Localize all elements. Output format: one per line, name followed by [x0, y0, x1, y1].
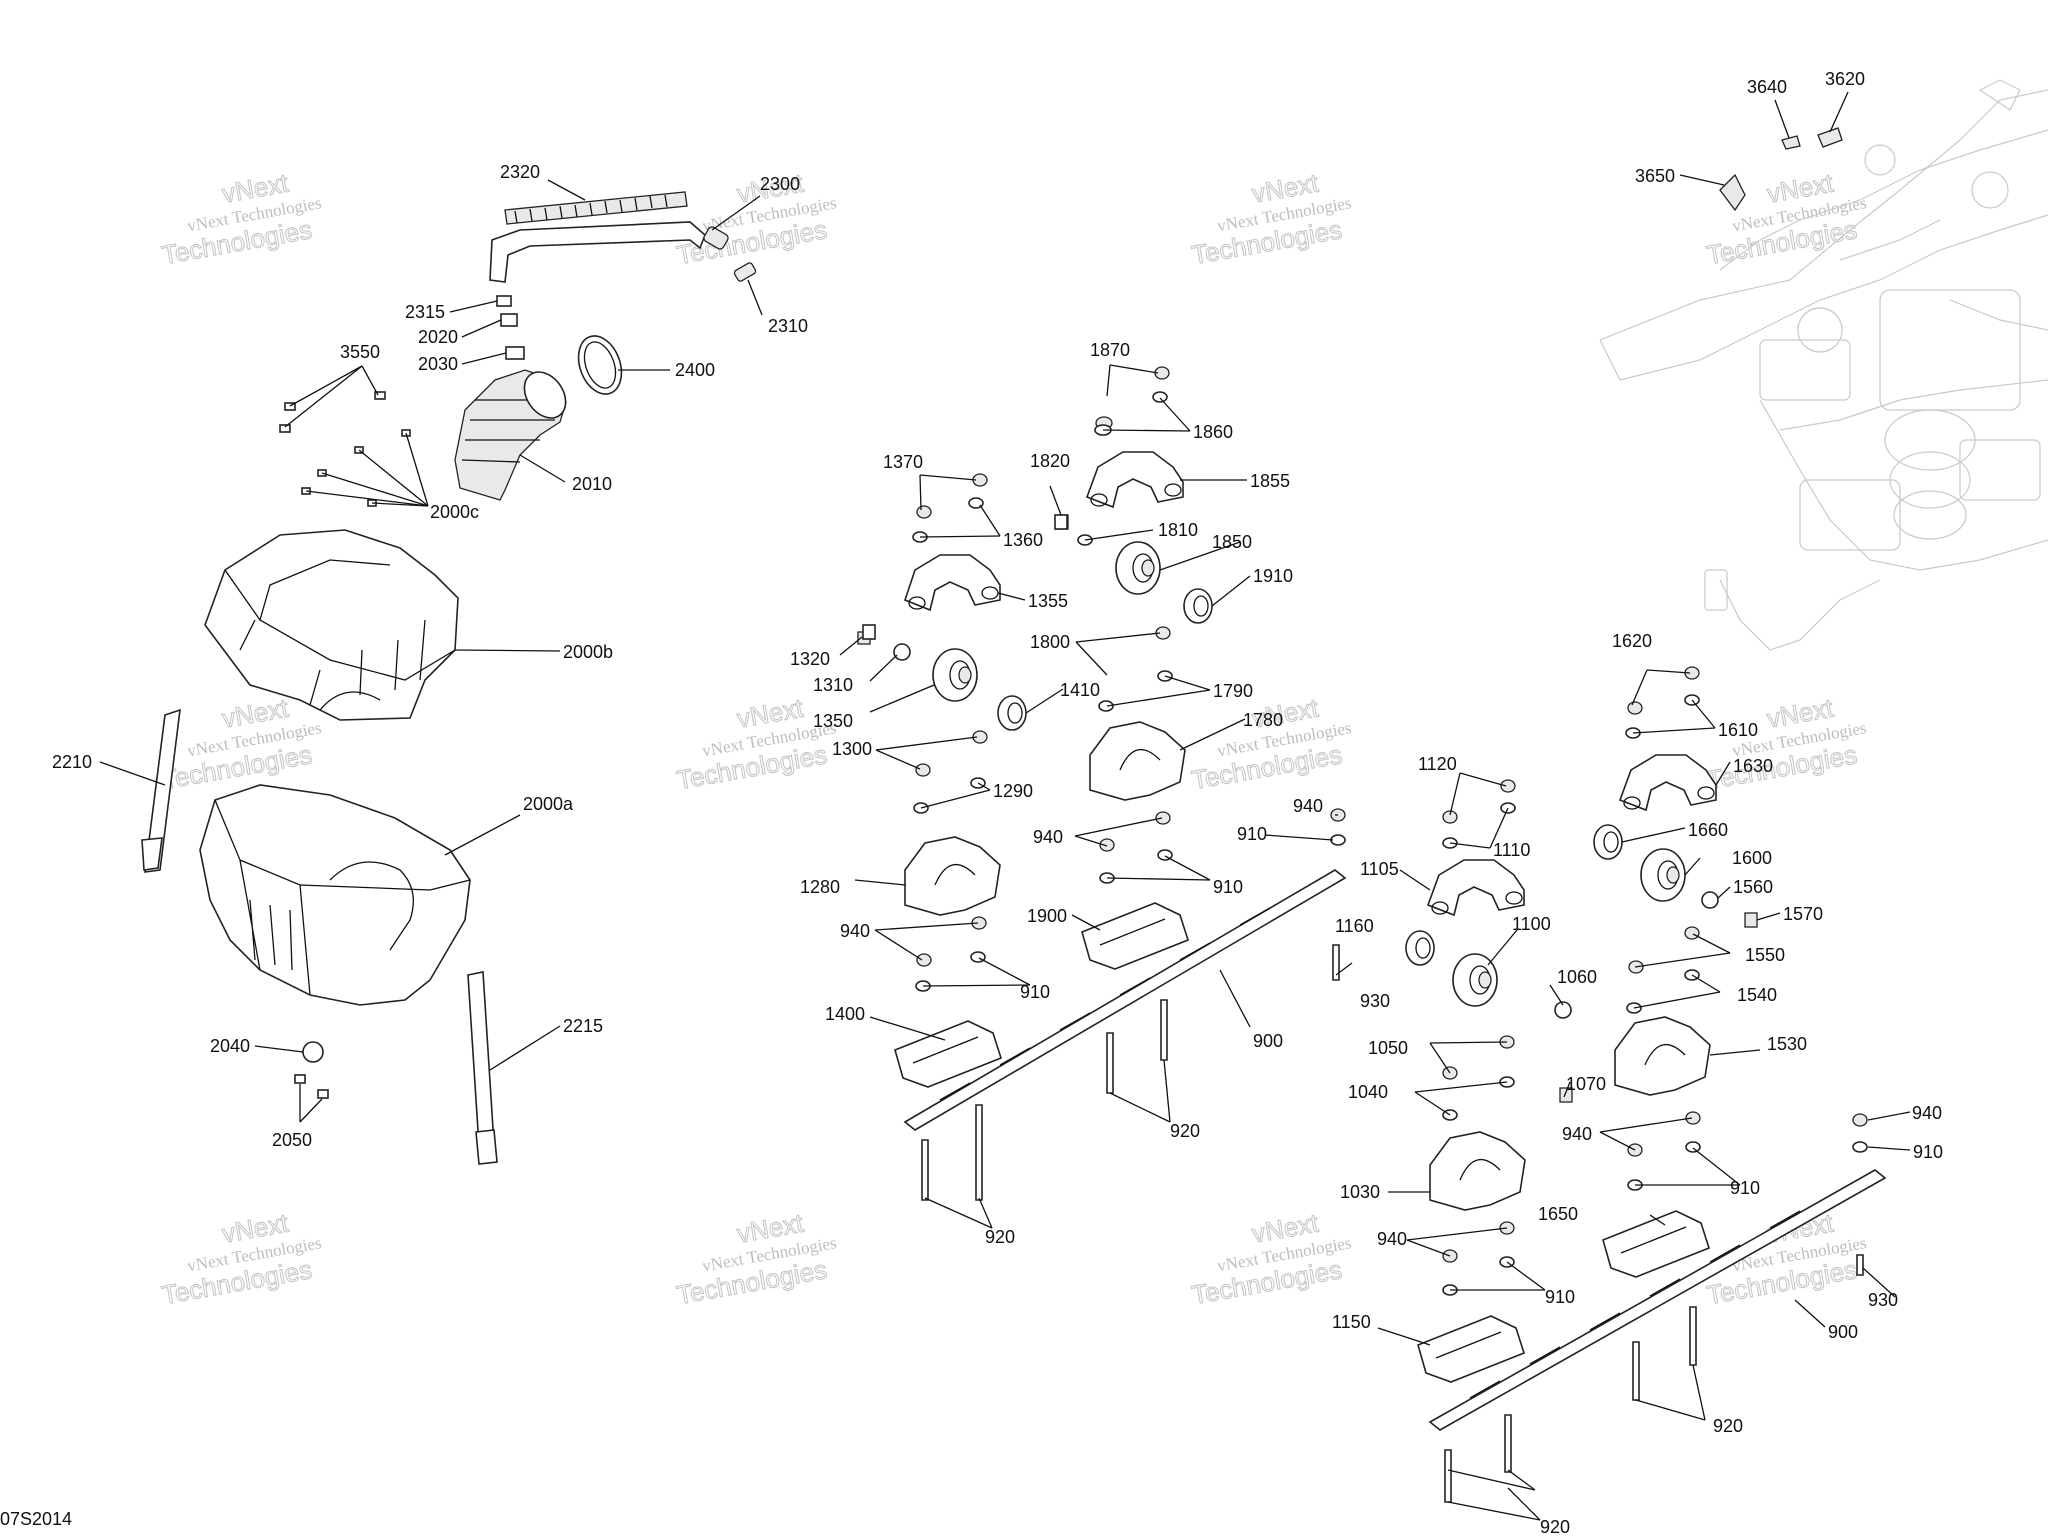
label-2320: 2320	[500, 162, 540, 182]
label-1790: 1790	[1213, 681, 1253, 701]
label-1120: 1120	[1418, 754, 1457, 774]
label-1280: 1280	[800, 877, 840, 897]
label-910-d: 910	[1545, 1287, 1575, 1307]
label-2020: 2020	[418, 327, 458, 347]
label-1110: 1110	[1493, 840, 1530, 860]
label-2300: 2300	[760, 174, 800, 194]
label-1360: 1360	[1003, 530, 1043, 550]
label-3620: 3620	[1825, 69, 1865, 89]
label-910-e: 910	[1730, 1178, 1760, 1198]
label-1660: 1660	[1688, 820, 1728, 840]
label-1370: 1370	[883, 452, 923, 472]
label-2010: 2010	[572, 474, 612, 494]
label-1100: 1100	[1512, 914, 1551, 934]
label-910-b: 910	[1213, 877, 1243, 897]
label-1320: 1320	[790, 649, 830, 669]
label-1300: 1300	[832, 739, 872, 759]
label-1630: 1630	[1733, 756, 1773, 776]
label-1040: 1040	[1348, 1082, 1388, 1102]
label-920-d: 920	[1540, 1517, 1570, 1536]
label-1800: 1800	[1030, 632, 1070, 652]
label-1310: 1310	[813, 675, 853, 695]
label-1560: 1560	[1733, 877, 1773, 897]
label-2000b: 2000b	[563, 642, 613, 662]
label-2000c: 2000c	[430, 502, 479, 522]
label-1610: 1610	[1718, 720, 1758, 740]
label-1400: 1400	[825, 1004, 865, 1024]
label-1540: 1540	[1737, 985, 1777, 1005]
label-940-a: 940	[1293, 796, 1323, 816]
label-1030: 1030	[1340, 1182, 1380, 1202]
label-920-a: 920	[1170, 1121, 1200, 1141]
label-3640: 3640	[1747, 77, 1787, 97]
label-2310: 2310	[768, 316, 808, 336]
label-2315: 2315	[405, 302, 445, 322]
middle-mount-assembly	[857, 366, 1347, 1201]
label-1060: 1060	[1557, 967, 1597, 987]
label-2000a: 2000a	[523, 794, 574, 814]
label-2040: 2040	[210, 1036, 250, 1056]
leader-lines	[99, 91, 1911, 1521]
label-1550: 1550	[1745, 945, 1785, 965]
label-900-a: 900	[1253, 1031, 1283, 1051]
label-3550: 3550	[340, 342, 380, 362]
label-1850: 1850	[1212, 532, 1252, 552]
label-1570: 1570	[1783, 904, 1823, 924]
label-1650: 1650	[1538, 1204, 1578, 1224]
callout-labels: 2320 2300 2315 2020 2030 2310 2400 3550 …	[52, 69, 1943, 1536]
engine-ghost-illustration	[1599, 79, 2048, 651]
label-1410: 1410	[1060, 680, 1100, 700]
label-1150: 1150	[1332, 1312, 1371, 1332]
label-2400: 2400	[675, 360, 715, 380]
label-2215: 2215	[563, 1016, 603, 1036]
label-1350: 1350	[813, 711, 853, 731]
label-920-b: 920	[985, 1227, 1015, 1247]
diagram-code: 07S2014	[0, 1509, 73, 1529]
label-940-c: 940	[840, 921, 870, 941]
right-mount-assembly	[1330, 127, 1887, 1503]
air-box-assembly	[141, 191, 757, 1165]
label-2210: 2210	[52, 752, 92, 772]
washers-nuts-middle	[857, 366, 1173, 992]
label-940-b: 940	[1033, 827, 1063, 847]
label-1160: 1160	[1335, 916, 1374, 936]
label-1105: 1105	[1360, 859, 1399, 879]
label-1530: 1530	[1767, 1034, 1807, 1054]
label-2050: 2050	[272, 1130, 312, 1150]
label-1600: 1600	[1732, 848, 1772, 868]
label-900-b: 900	[1828, 1322, 1858, 1342]
label-1290: 1290	[993, 781, 1033, 801]
label-910-c: 910	[1020, 982, 1050, 1002]
label-930-a: 930	[1360, 991, 1390, 1011]
label-1620: 1620	[1612, 631, 1652, 651]
label-3650: 3650	[1635, 166, 1675, 186]
label-1810: 1810	[1158, 520, 1198, 540]
label-940-e: 940	[1562, 1124, 1592, 1144]
label-1355: 1355	[1028, 591, 1068, 611]
label-1820: 1820	[1030, 451, 1070, 471]
label-910-f: 910	[1913, 1142, 1943, 1162]
label-940-d: 940	[1377, 1229, 1407, 1249]
label-1780: 1780	[1243, 710, 1283, 730]
label-1900: 1900	[1027, 906, 1067, 926]
label-2030: 2030	[418, 354, 458, 374]
label-930-b: 930	[1868, 1290, 1898, 1310]
label-1070: 1070	[1566, 1074, 1606, 1094]
label-920-c: 920	[1713, 1416, 1743, 1436]
label-1870: 1870	[1090, 340, 1130, 360]
label-1050: 1050	[1368, 1038, 1408, 1058]
label-1910: 1910	[1253, 566, 1293, 586]
label-1855: 1855	[1250, 471, 1290, 491]
label-910-a: 910	[1237, 824, 1267, 844]
label-1860: 1860	[1193, 422, 1233, 442]
label-940-f: 940	[1912, 1103, 1942, 1123]
